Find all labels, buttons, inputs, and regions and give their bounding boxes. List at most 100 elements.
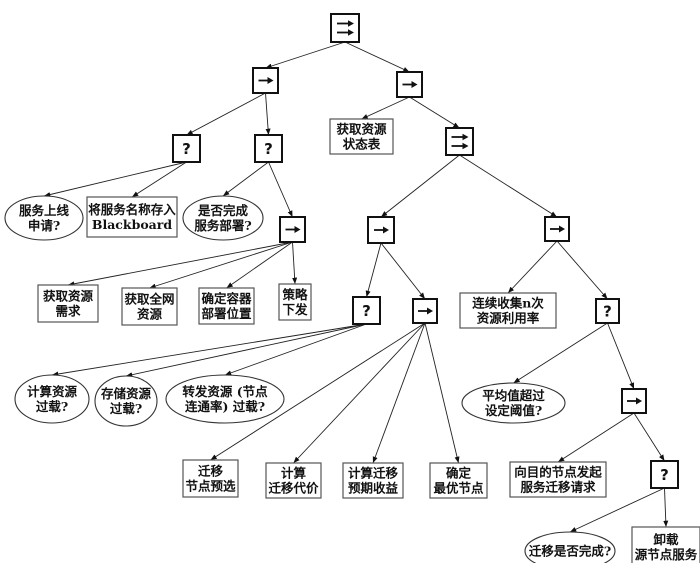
node-label-line: 过载?: [110, 401, 142, 416]
edge-seq2-to-par2: [409, 96, 460, 129]
edge-seq6-to-a_presel: [210, 322, 426, 461]
parallel-arrows-icon: [451, 133, 469, 150]
node-label-line: 计算迁移: [348, 466, 399, 481]
node-seq7[interactable]: [621, 388, 647, 414]
node-par2[interactable]: [445, 127, 474, 156]
node-seq6[interactable]: [412, 298, 438, 324]
condition-shape: [182, 195, 264, 241]
node-label-line: Blackboard: [92, 217, 172, 232]
selector-icon: ?: [603, 303, 612, 321]
sequence-arrow-icon: [550, 225, 565, 233]
selector-shape: [595, 298, 620, 324]
node-seq1[interactable]: [252, 67, 279, 94]
node-label-line: 迁移是否完成?: [529, 544, 611, 559]
edge-sel1-to-a_blackboard: [131, 161, 187, 198]
node-label-line: 申请?: [28, 218, 60, 233]
edge-seq6-to-a_best: [424, 322, 460, 464]
action-shape: [329, 118, 394, 155]
node-c_done[interactable]: 迁移是否完成?: [524, 531, 616, 563]
edge-sel1-to-c_online: [43, 161, 187, 197]
edge-sel5-to-a_unload: [663, 487, 669, 528]
edge-par2-to-seq4: [380, 154, 460, 218]
edge-sel3-to-c_fwd: [224, 323, 367, 376]
node-sel2[interactable]: ?: [254, 134, 283, 163]
edge-sel4-to-seq7: [607, 322, 635, 390]
edge-sel2-to-seq3: [268, 161, 293, 218]
edge-seq6-to-a_gain: [372, 322, 426, 464]
condition-shape: [14, 374, 90, 424]
action-shape: [509, 461, 607, 498]
node-sel3[interactable]: ?: [352, 296, 381, 325]
node-label-line: 资源利用率: [477, 311, 540, 326]
node-label-line: 获取全网: [124, 292, 174, 307]
node-label-line: 部署位置: [201, 306, 252, 321]
action-shape: [459, 292, 557, 329]
edge-sel5-to-c_done: [569, 487, 665, 533]
condition-shape: [165, 374, 285, 424]
node-label-line: 向目的节点发起: [514, 465, 602, 480]
edge-sel3-to-c_store: [125, 323, 367, 378]
node-label-line: 节点预选: [185, 479, 236, 494]
node-sel1[interactable]: ?: [172, 134, 201, 163]
node-label-line: 源节点服务: [635, 547, 698, 562]
condition-shape: [4, 195, 84, 241]
node-seq3[interactable]: [279, 216, 306, 243]
node-label-line: 确定: [446, 466, 472, 481]
node-sel5[interactable]: ?: [650, 460, 679, 489]
sequence-arrow-icon: [258, 77, 274, 84]
edge-seq7-to-a_request: [557, 412, 635, 463]
sequence-arrow-icon: [402, 81, 418, 88]
node-seq2[interactable]: [396, 71, 423, 98]
selector-shape: [172, 134, 201, 163]
edge-root-to-seq1: [265, 41, 346, 69]
edge-seq3-to-a_req: [67, 241, 293, 287]
node-root[interactable]: [330, 13, 360, 43]
node-label-line: 连续收集n次: [472, 296, 544, 311]
condition-shape: [524, 531, 616, 563]
node-label-line: 是否完成: [197, 203, 249, 218]
selector-icon: ?: [182, 140, 191, 158]
node-sel4[interactable]: ?: [595, 298, 620, 324]
selector-icon: ?: [362, 302, 371, 320]
edge-sel3-to-c_cpu: [51, 323, 367, 377]
node-label-line: 资源: [137, 307, 163, 322]
node-label-line: 计算: [281, 466, 307, 481]
node-label-line: 下发: [282, 302, 308, 317]
node-label-line: 服务上线: [19, 203, 70, 218]
edge-seq2-to-a_state: [361, 96, 410, 120]
edge-seq5-to-a_collect: [507, 240, 558, 294]
node-label-line: 平均值超过: [482, 388, 545, 403]
node-label-line: 需求: [55, 304, 81, 319]
node-label-line: 预期收益: [348, 481, 399, 496]
node-label-line: 服务迁移请求: [520, 480, 596, 495]
node-label-line: 存储资源: [100, 386, 152, 401]
edge-par2-to-seq5: [459, 154, 558, 218]
selector-shape: [254, 134, 283, 163]
edge-sel2-to-c_deployed: [222, 161, 269, 197]
node-label-line: 迁移: [198, 464, 224, 479]
node-seq4[interactable]: [367, 216, 395, 244]
node-seq5[interactable]: [544, 216, 570, 242]
action-shape: [631, 526, 700, 563]
node-label-line: 设定阈值?: [485, 403, 542, 418]
